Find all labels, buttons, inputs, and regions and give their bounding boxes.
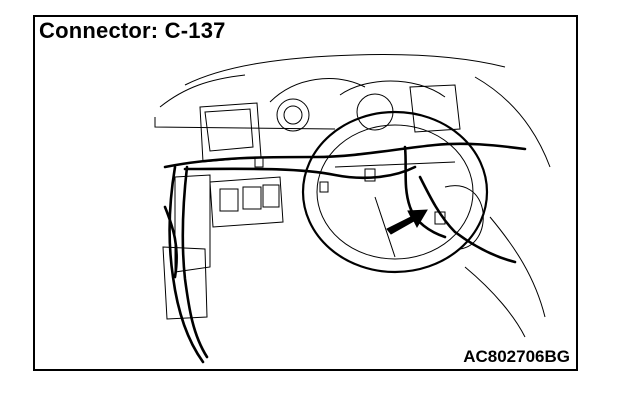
windshield-outline (184, 54, 506, 86)
left-bundle-c (163, 205, 178, 279)
connector-title: Connector: C-137 (39, 18, 226, 43)
knee-panel (444, 185, 484, 250)
center-module (209, 176, 284, 228)
dashboard-harness-illustration (154, 54, 551, 364)
left-junction-block (162, 246, 208, 320)
left-vent (204, 108, 254, 152)
column-harness-lower (418, 175, 517, 264)
left-bundle-b (181, 165, 209, 359)
cluster-hood-left (269, 78, 366, 103)
column-lower (489, 216, 546, 318)
floor-line (464, 266, 526, 338)
steering-spoke-lower (374, 196, 396, 258)
connector-tab (319, 181, 329, 193)
center-relay-a (219, 188, 239, 212)
center-relay-c (262, 184, 280, 208)
left-bundle-a (168, 165, 205, 364)
column-harness (403, 145, 447, 239)
main-harness (163, 142, 527, 169)
connector-tab (434, 211, 446, 225)
dash-right-edge (474, 76, 551, 168)
dash-ledge (154, 117, 336, 130)
connector-tab (364, 168, 376, 182)
figure-code: AC802706BG (463, 347, 570, 366)
steering-spoke (334, 161, 456, 168)
cluster-gauge-left-inner (283, 105, 303, 125)
center-relay-b (242, 186, 262, 210)
pointer-arrow (386, 209, 428, 235)
connector-tab (254, 156, 264, 168)
figure-frame: Connector: C-137 AC802706BG (33, 15, 578, 371)
dash-top-left (159, 74, 246, 108)
cluster-hood-right (339, 80, 446, 98)
steering-wheel-rim (301, 110, 489, 274)
cluster-display (409, 84, 461, 133)
secondary-harness (183, 165, 417, 180)
cluster-gauge-left (276, 98, 310, 132)
